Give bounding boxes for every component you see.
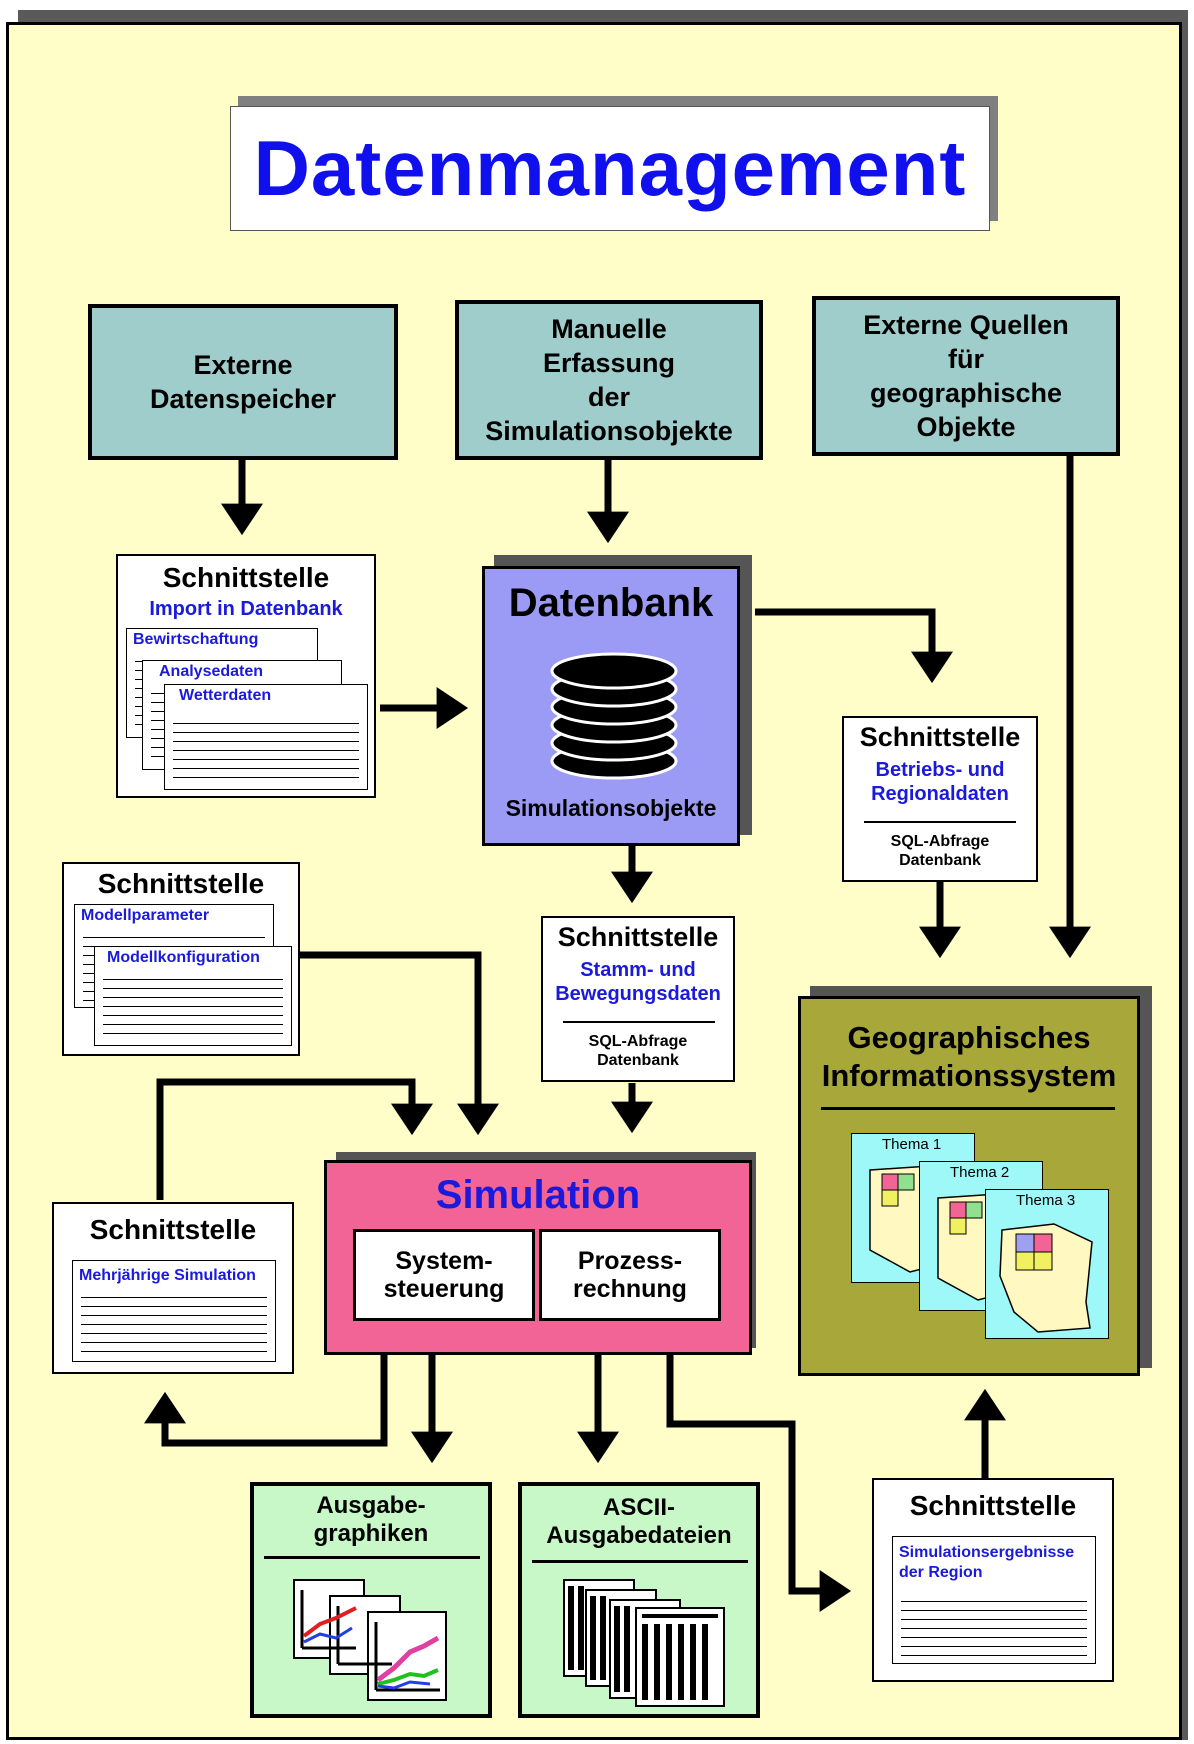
arrow-db-to-regional — [755, 608, 953, 684]
master-interface: Schnittstelle Stamm- und Bewegungsdaten … — [541, 916, 735, 1082]
gis-title: Geographisches Informationssystem — [821, 1020, 1117, 1093]
doc-label: Simulationsergebnisse der Region — [899, 1544, 1075, 1581]
divider — [532, 1560, 748, 1563]
results-interface: Schnittstelle Simulationsergebnisse der … — [872, 1478, 1114, 1682]
theme-map-3: Thema 3 — [985, 1189, 1109, 1339]
doc-simulation-results: Simulationsergebnisse der Region — [892, 1536, 1096, 1664]
doc-wetterdaten: Wetterdaten — [164, 684, 368, 790]
regional-interface-query: SQL-Abfrage Datenbank — [890, 833, 990, 869]
arrow-multiyear-to-sim — [156, 1078, 433, 1200]
simulation-box: Simulation System- steuerung Prozess- re… — [324, 1160, 752, 1355]
import-interface-subheading: Import in Datenbank — [149, 598, 343, 620]
doc-lines — [81, 1297, 267, 1357]
arrow-sim-to-results — [666, 1355, 852, 1612]
page-title: Datenmanagement — [253, 124, 967, 212]
map-shape — [999, 1223, 1093, 1333]
charts-icon — [293, 1579, 447, 1701]
doc-multiyear: Mehrjährige Simulation — [72, 1260, 276, 1362]
theme-label: Thema 2 — [950, 1164, 1010, 1181]
output-ascii: ASCII- Ausgabedateien — [518, 1482, 760, 1718]
arrow-sim-to-multiyear — [144, 1355, 388, 1447]
database-box: Datenbank Simulationsobjekte — [482, 566, 740, 846]
source-manual-entry: Manuelle Erfassung der Simulationsobjekt… — [455, 300, 763, 460]
doc-lines — [173, 723, 359, 785]
gis-box: Geographisches Informationssystem Thema … — [798, 996, 1140, 1376]
doc-label: Modellparameter — [81, 907, 210, 924]
database-title: Datenbank — [508, 581, 714, 625]
doc-label: Wetterdaten — [179, 687, 272, 704]
import-interface: Schnittstelle Import in Datenbank Bewirt… — [116, 554, 376, 798]
divider — [563, 1021, 715, 1023]
regional-interface: Schnittstelle Betriebs- und Regionaldate… — [842, 716, 1038, 882]
doc-label: Modellkonfiguration — [107, 949, 260, 966]
process-calculation-box: Prozess- rechnung — [539, 1229, 721, 1321]
import-interface-heading: Schnittstelle — [162, 562, 330, 593]
multiyear-interface: Schnittstelle Mehrjährige Simulation — [52, 1202, 294, 1374]
theme-label: Thema 1 — [882, 1136, 942, 1153]
files-icon — [563, 1579, 725, 1707]
database-cylinder-icon — [550, 652, 678, 780]
master-interface-query: SQL-Abfrage Datenbank — [588, 1033, 688, 1069]
doc-label: Analysedaten — [159, 663, 264, 680]
doc-lines — [901, 1601, 1087, 1659]
model-interface-heading: Schnittstelle — [97, 868, 265, 899]
output-graphics-label: Ausgabe- graphiken — [313, 1492, 429, 1547]
source-external-storage: Externe Datenspeicher — [88, 304, 398, 460]
theme-label: Thema 3 — [1016, 1192, 1076, 1209]
database-caption: Simulationsobjekte — [505, 795, 717, 821]
divider — [864, 821, 1016, 823]
doc-modellkonfiguration: Modellkonfiguration — [94, 946, 292, 1046]
arrow-model-to-sim — [300, 951, 499, 1136]
doc-lines — [103, 979, 283, 1041]
master-interface-heading: Schnittstelle — [557, 922, 719, 952]
master-interface-subheading: Stamm- und Bewegungsdaten — [555, 959, 721, 1005]
multiyear-interface-heading: Schnittstelle — [89, 1214, 257, 1245]
results-interface-heading: Schnittstelle — [909, 1490, 1077, 1521]
divider — [821, 1107, 1115, 1110]
system-control-box: System- steuerung — [353, 1229, 535, 1321]
divider — [264, 1556, 480, 1559]
output-ascii-label: ASCII- Ausgabedateien — [546, 1494, 732, 1549]
regional-interface-subheading: Betriebs- und Regionaldaten — [871, 759, 1009, 805]
simulation-title: Simulation — [435, 1173, 641, 1217]
doc-label: Bewirtschaftung — [133, 631, 259, 648]
source-external-geo: Externe Quellen für geographische Objekt… — [812, 296, 1120, 456]
doc-label: Mehrjährige Simulation — [79, 1267, 256, 1284]
regional-interface-heading: Schnittstelle — [859, 722, 1021, 752]
model-interface: Schnittstelle Modellparameter Modellkonf… — [62, 862, 300, 1056]
title-box: Datenmanagement — [230, 106, 990, 231]
output-graphics: Ausgabe- graphiken — [250, 1482, 492, 1718]
